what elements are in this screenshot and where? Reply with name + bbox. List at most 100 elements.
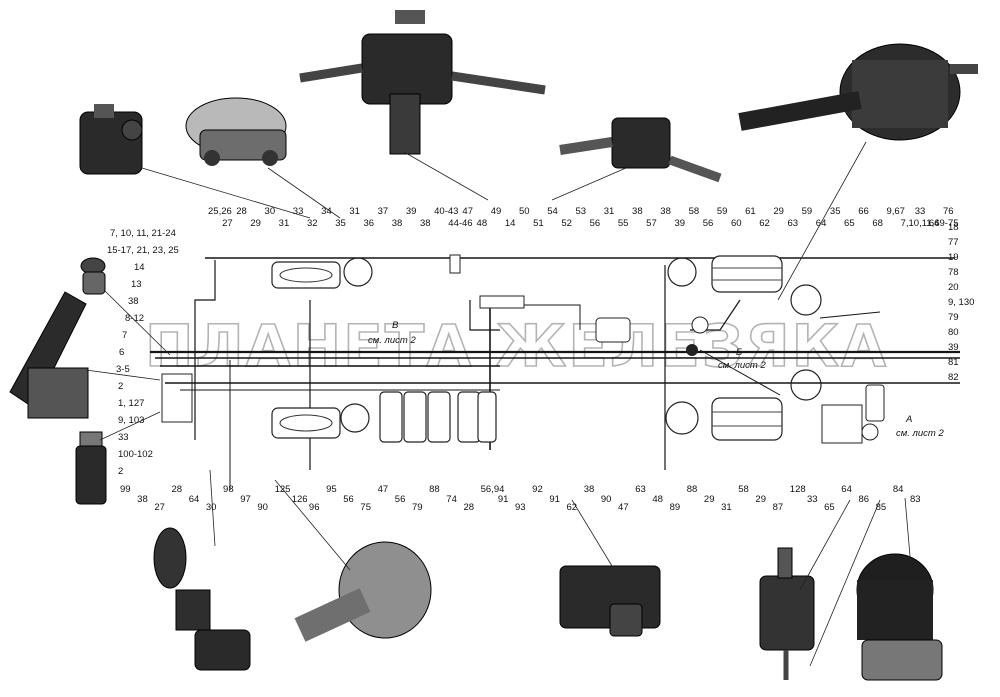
callout-number: 93 <box>515 502 526 513</box>
callout-number: 78 <box>948 267 959 278</box>
protective-valve-box <box>595 317 631 343</box>
callout-number: 38 <box>632 206 643 217</box>
callout-number: 48 <box>652 494 663 505</box>
callout-number: 84 <box>893 484 904 495</box>
callout-number: 31 <box>349 206 360 217</box>
photo-relay-valve <box>559 565 661 637</box>
callout-number: 25,26 <box>208 206 232 217</box>
pressure-switch <box>449 254 461 274</box>
photo-hand-brake-valve <box>153 527 251 671</box>
callout-number: 74 <box>446 494 457 505</box>
callout-number: 65 <box>824 502 835 513</box>
callout-number: 29 <box>250 218 261 229</box>
callout-number: 92 <box>532 484 543 495</box>
photo-four-circuit-valve <box>185 97 287 166</box>
valve-node <box>691 316 709 334</box>
photo-pressure-sensor <box>80 257 106 295</box>
callout-number: 90 <box>257 502 268 513</box>
callout-number: 85 <box>876 502 887 513</box>
photo-spring-brake-chamber <box>738 43 978 141</box>
callout-number: 9, 103 <box>118 415 144 426</box>
callout-number: 59 <box>802 206 813 217</box>
callout-number: 80 <box>948 327 959 338</box>
callout-number: 54 <box>547 206 558 217</box>
callout-number: 33 <box>118 432 129 443</box>
callout-number: 7 <box>122 330 127 341</box>
callout-number: 53 <box>576 206 587 217</box>
callout-number: 56 <box>590 218 601 229</box>
callout-number: 56 <box>343 494 354 505</box>
callout-number: 33 <box>915 206 926 217</box>
callout-number: 29 <box>704 494 715 505</box>
callout-number: 48 <box>477 218 488 229</box>
callout-number: 125 <box>275 484 291 495</box>
wheel-circle <box>667 257 697 287</box>
callout-number: 7, 10, 11, 21-24 <box>110 228 176 239</box>
callout-number: 18 <box>948 222 959 233</box>
callout-number: 55 <box>618 218 629 229</box>
callout-number: 64 <box>929 218 940 229</box>
callout-number: 13 <box>131 279 142 290</box>
callout-number: 83 <box>910 494 921 505</box>
photo-brake-pedal <box>9 291 89 419</box>
callout-number: 126 <box>292 494 308 505</box>
callout-number: 6 <box>119 347 124 358</box>
wheel-circle <box>790 369 822 401</box>
callout-number: 56,94 <box>481 484 505 495</box>
callout-number: 28 <box>463 502 474 513</box>
callout-number: 38 <box>137 494 148 505</box>
callout-number: 35 <box>335 218 346 229</box>
callout-number: 38 <box>660 206 671 217</box>
callout-number: 33 <box>807 494 818 505</box>
callout-number: 56 <box>703 218 714 229</box>
callout-number: 82 <box>948 372 959 383</box>
sheet-ref-note: см. лист 2 <box>896 428 944 439</box>
callout-number: 77 <box>948 237 959 248</box>
front-brake-chamber-left <box>271 261 341 289</box>
compressor-symbol <box>861 423 879 441</box>
rear-axle-chambers-lower <box>711 397 783 441</box>
callout-number: 29 <box>755 494 766 505</box>
callout-number: 1, 127 <box>118 398 144 409</box>
photo-pressure-regulator <box>79 104 143 175</box>
valve-node <box>686 344 698 356</box>
wheel-circle <box>340 403 370 433</box>
callout-number: 27 <box>222 218 233 229</box>
trailer-valve-box <box>821 404 863 444</box>
sheet-ref-note: см. лист 2 <box>368 335 416 346</box>
manifold-block <box>479 295 525 309</box>
callout-number: 51 <box>533 218 544 229</box>
callout-number: 47 <box>618 502 629 513</box>
callout-number: 47 <box>462 206 473 217</box>
callout-number: 68 <box>872 218 883 229</box>
callout-number: 3-5 <box>116 364 130 375</box>
callout-number: 33 <box>293 206 304 217</box>
callout-number: 62 <box>567 502 578 513</box>
callout-number: 9, 130 <box>948 297 974 308</box>
schematic-components <box>161 254 885 444</box>
callout-number: 59 <box>717 206 728 217</box>
callout-number: 30 <box>265 206 276 217</box>
callout-number: 76 <box>943 206 954 217</box>
callout-number: 91 <box>549 494 560 505</box>
callout-number: 38 <box>584 484 595 495</box>
callout-number: 56 <box>395 494 406 505</box>
callout-number: 62 <box>759 218 770 229</box>
callout-number: 88 <box>429 484 440 495</box>
callout-number: 64 <box>816 218 827 229</box>
callout-number: 64 <box>189 494 200 505</box>
callout-number: 90 <box>601 494 612 505</box>
callout-number: 52 <box>561 218 572 229</box>
callout-number: 61 <box>745 206 756 217</box>
callout-number: 100-102 <box>118 449 153 460</box>
wheel-circle <box>790 284 822 316</box>
callout-number: 66 <box>858 206 869 217</box>
leader-lines <box>85 141 911 667</box>
sheet-ref-letter: Б <box>736 347 742 358</box>
callout-number: 32 <box>307 218 318 229</box>
callout-number: 60 <box>731 218 742 229</box>
callout-number: 58 <box>689 206 700 217</box>
callout-number: 38 <box>128 296 139 307</box>
